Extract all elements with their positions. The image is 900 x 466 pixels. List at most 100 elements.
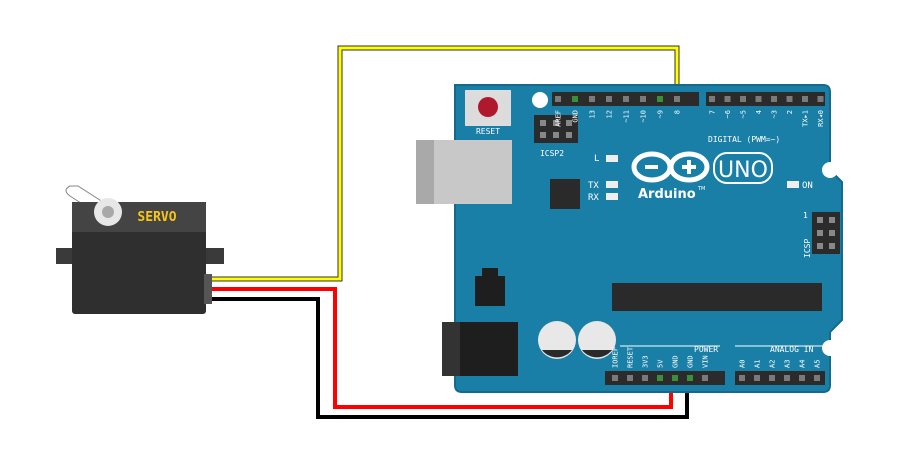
icsp2-header [534,115,578,143]
mount-hole [822,162,838,178]
signal-wire-core [210,46,679,281]
pin-label-reset: RESET [627,346,635,368]
analog-pin-row [739,375,820,381]
pin-label-2: 2 [786,110,794,114]
pin-gnd [572,96,578,102]
pin-a0 [739,375,745,381]
atmega-chip [612,283,822,311]
pin-12 [606,96,612,102]
pin-10 [640,96,646,102]
servo-hub-center [102,206,114,218]
pin-label-a4: A4 [799,360,807,368]
pin-ioref [612,375,618,381]
pin-6 [724,96,731,102]
board-pcb [454,84,843,393]
pin-gnd [687,375,693,381]
pin-3 [771,96,777,102]
uno-label: UNO [718,158,768,183]
wires [210,45,689,419]
pin-a3 [784,375,790,381]
servo-cable-exit [204,274,212,304]
pin-label-gnd: GND [672,355,680,368]
pin-aref [555,96,561,102]
logo-minus [645,165,658,169]
mount-hole [532,92,548,108]
pin-gnd [672,375,678,381]
reset-button-cap[interactable] [478,97,498,117]
pin-label-8: 8 [674,110,682,114]
pin-11 [623,96,629,102]
pin-reset [627,375,633,381]
led-l-label: L [594,154,599,164]
pin-a1 [754,375,760,381]
reset-label: RESET [476,127,500,136]
pin-2 [786,96,793,102]
pin-3v3 [642,375,648,381]
servo-label: SERVO [137,210,176,225]
pin-rx-0 [817,96,824,102]
led-l [606,155,618,162]
arduino-brand: Arduino [638,187,696,202]
pin-a2 [769,375,775,381]
servo-motor: SERVO [56,185,224,314]
bottom-headers [605,371,825,385]
pin-4 [755,96,762,102]
pin-label-a1: A1 [754,360,762,368]
servo-top-shade [72,202,206,232]
logo-loop-right [668,151,710,183]
pin-label-10: ~10 [640,110,648,123]
pin-label-11: ~11 [623,110,631,123]
pin-8 [674,96,680,102]
pin-label-3: ~3 [771,110,779,118]
analog-header-label: ANALOG IN [770,345,814,354]
pin-a5 [814,375,820,381]
icsp2-label: ICSP2 [540,149,564,158]
pin-13 [589,96,595,102]
led-rx-label: RX [588,193,599,203]
pin-label-6: ~6 [724,110,732,118]
led-on [787,181,799,188]
icsp-pin1-label: 1 [803,211,808,220]
power-pin-row [612,375,708,381]
pin-vin [702,375,708,381]
pin-label-vin: VIN [702,355,710,368]
pin-label-a3: A3 [784,360,792,368]
pin-label-5v: 5V [657,359,665,368]
digital-header-label: DIGITAL (PWM=~) [708,135,780,144]
capacitor [578,321,616,359]
digital-pin-row [555,96,824,102]
power-wire [210,287,673,409]
trademark: TM [697,186,705,192]
pin-tx-1 [802,96,808,102]
led-tx [606,181,618,188]
pin-5 [740,96,746,102]
pin-5v [657,375,663,381]
pin-label-rx-0: RX◂0 [817,110,825,127]
pin-label-4: 4 [755,110,763,114]
pin-label-ioref: IOREF [612,347,620,368]
arduino-logo [631,151,710,183]
pin-label-5: ~5 [740,110,748,118]
led-on-label: ON [802,181,813,191]
regulator-leg [482,268,498,278]
digital-headers [552,92,825,106]
power-header-label: POWER [694,345,718,354]
capacitor [538,321,576,359]
pin-label-12: 12 [606,110,614,118]
pin-label-7: 7 [709,110,717,114]
usb-chip [550,179,580,209]
led-rx [606,193,618,200]
pin-label-gnd: GND [572,110,580,123]
pin-a4 [799,375,805,381]
logo-plus-v [687,160,691,174]
dc-power-jack-front [442,322,460,376]
uno-badge [713,152,773,184]
pin-label-a5: A5 [814,360,822,368]
pin-label-a0: A0 [739,360,747,368]
mount-hole [822,340,838,356]
